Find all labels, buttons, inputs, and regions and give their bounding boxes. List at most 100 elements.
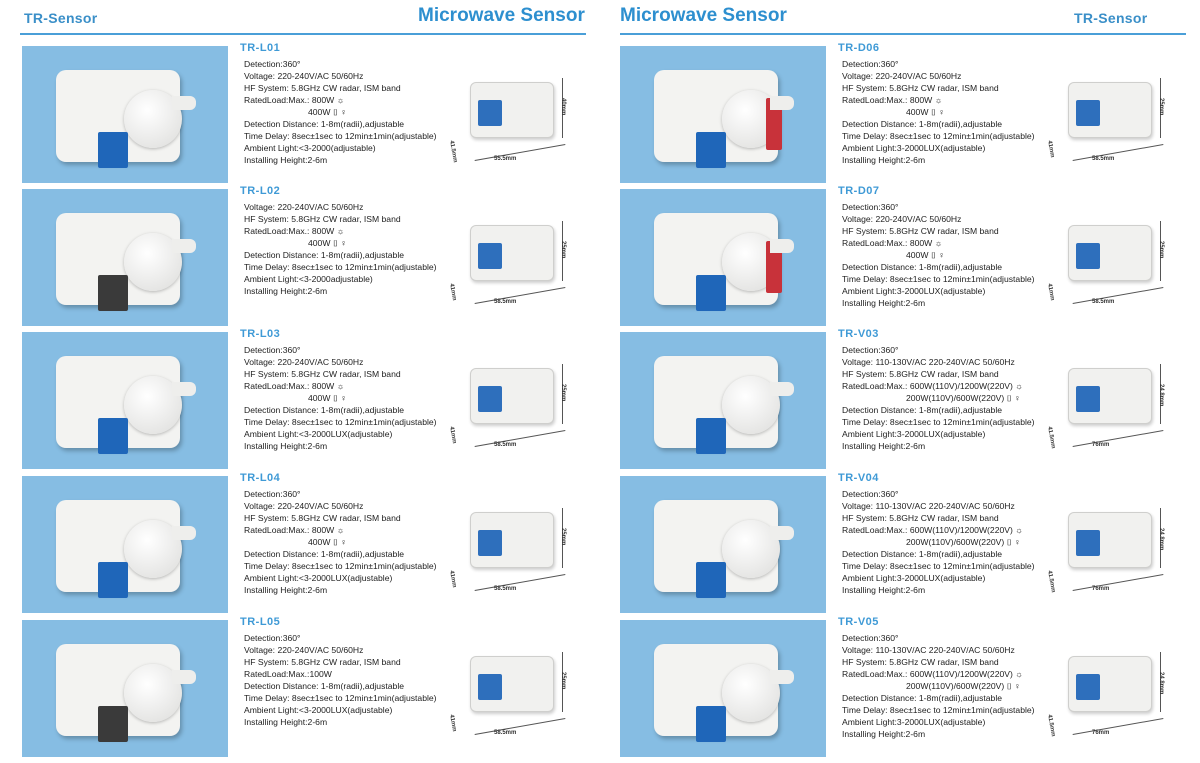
spec-line: Installing Height:2-6m [842,298,926,308]
spec-line: Detection:360° [842,345,899,355]
spec-line: RatedLoad:Max.: 800W ☼ [244,381,345,391]
spec-line: Detection Distance: 1-8m(radii),adjustab… [244,549,405,559]
spec-line: Voltage: 110-130V/AC 220-240V/AC 50/60Hz [842,645,1015,655]
depth-dimension: 41.5mm [1046,570,1056,594]
header-divider [20,33,586,35]
depth-dimension: 41mm [448,570,458,589]
dimension-line [562,364,563,424]
sensor-housing [654,213,782,311]
sensor-housing [56,213,182,311]
spec-line: HF System: 5.8GHz CW radar, ISM band [842,657,999,667]
terminal-block [98,562,128,598]
spec-line: Installing Height:2-6m [842,155,926,165]
spec-line: 400W ⌷ ♀ [308,537,347,547]
spec-line: Detection:360° [842,633,899,643]
dimension-line [474,718,566,735]
dip-switch [766,241,782,293]
depth-dimension: 41mm [448,714,458,733]
spec-line: Detection:360° [842,59,899,69]
spec-line: 400W ⌷ ♀ [308,107,347,117]
spec-line: Voltage: 220-240V/AC 50/60Hz [244,645,364,655]
terminal-block [696,706,726,742]
spec-line: Voltage: 220-240V/AC 50/60Hz [244,357,364,367]
depth-dimension: 41.5mm [448,140,458,164]
height-dimension: 25mm [560,528,566,546]
terminal-block [478,243,502,269]
terminal-block [98,418,128,454]
spec-line: RatedLoad:Max.: 600W(110V)/1200W(220V) ☼ [842,669,1024,679]
width-dimension: 76mm [1092,730,1110,736]
product-code: TR-V03 [838,328,879,340]
depth-dimension: 41mm [448,283,458,302]
mounting-tab [770,670,794,684]
spec-list: Detection:360°Voltage: 220-240V/AC 50/60… [842,201,1035,309]
depth-dimension: 41.5mm [1046,714,1056,738]
mounting-tab [172,670,196,684]
product-photo [620,332,826,469]
dimension-line [1160,78,1161,138]
sensor-housing [654,356,780,454]
brand-label: TR-Sensor [1074,10,1148,26]
spec-line: RatedLoad:Max.: 800W ☼ [842,95,943,105]
product-code: TR-D07 [838,185,880,197]
spec-line: HF System: 5.8GHz CW radar, ISM band [244,369,401,379]
height-dimension: 24.8mm [1158,384,1164,407]
dimension-line [1072,287,1164,304]
spec-line: Detection Distance: 1-8m(radii),adjustab… [244,681,405,691]
spec-line: 200W(110V)/600W(220V) ⌷ ♀ [906,393,1021,403]
spec-line: HF System: 5.8GHz CW radar, ISM band [842,513,999,523]
product-code: TR-L02 [240,185,281,197]
product-photo [22,476,228,613]
spec-line: RatedLoad:Max.: 800W ☼ [244,525,345,535]
dimension-line [562,78,563,138]
dimension-line [562,652,563,712]
height-dimension: 25mm [560,384,566,402]
spec-line: Time Delay: 8sec±1sec to 12min±1min(adju… [244,417,437,427]
spec-line: Installing Height:2-6m [842,729,926,739]
terminal-block [478,530,502,556]
spec-list: Detection:360° Voltage: 110-130V/AC 220-2… [842,344,1035,452]
spec-line: RatedLoad:Max.: 800W ☼ [244,95,345,105]
spec-line: Voltage: 220-240V/AC 50/60Hz [842,71,962,81]
spec-line: HF System: 5.8GHz CW radar, ISM band [244,214,401,224]
dimension-line [562,221,563,281]
mounting-tab [770,382,794,396]
spec-line: Installing Height:2-6m [842,441,926,451]
product-photo [22,189,228,326]
dimension-line [474,287,566,304]
spec-line: HF System: 5.8GHz CW radar, ISM band [842,83,999,93]
terminal-block [696,132,726,168]
spec-line: Detection:360° [244,489,301,499]
dimension-line [1160,221,1161,281]
sensor-housing [56,644,182,742]
spec-line: Detection:360° [244,633,301,643]
sensor-housing [56,356,182,454]
spec-line: Time Delay: 8sec±1sec to 12min±1min(adju… [244,262,437,272]
spec-line: Voltage: 110-130V/AC 220-240V/AC 50/60Hz [842,501,1015,511]
dimension-line [562,508,563,568]
spec-line: Time Delay: 8sec±1sec to 12min±1min(adju… [244,131,437,141]
mounting-tab [172,382,196,396]
dimension-line [1072,144,1164,161]
spec-line: HF System: 5.8GHz CW radar, ISM band [842,226,999,236]
spec-line: Detection Distance: 1-8m(radii),adjustab… [244,405,405,415]
terminal-block [478,674,502,700]
terminal-block [1076,386,1100,412]
spec-line: Time Delay: 8sec±1sec to 12min±1min(adju… [842,131,1035,141]
height-dimension: 25mm [560,241,566,259]
width-dimension: 58.5mm [1092,156,1115,162]
spec-line: Voltage: 110-130V/AC 220-240V/AC 50/60Hz [842,357,1015,367]
spec-line: 400W ⌷ ♀ [906,250,945,260]
